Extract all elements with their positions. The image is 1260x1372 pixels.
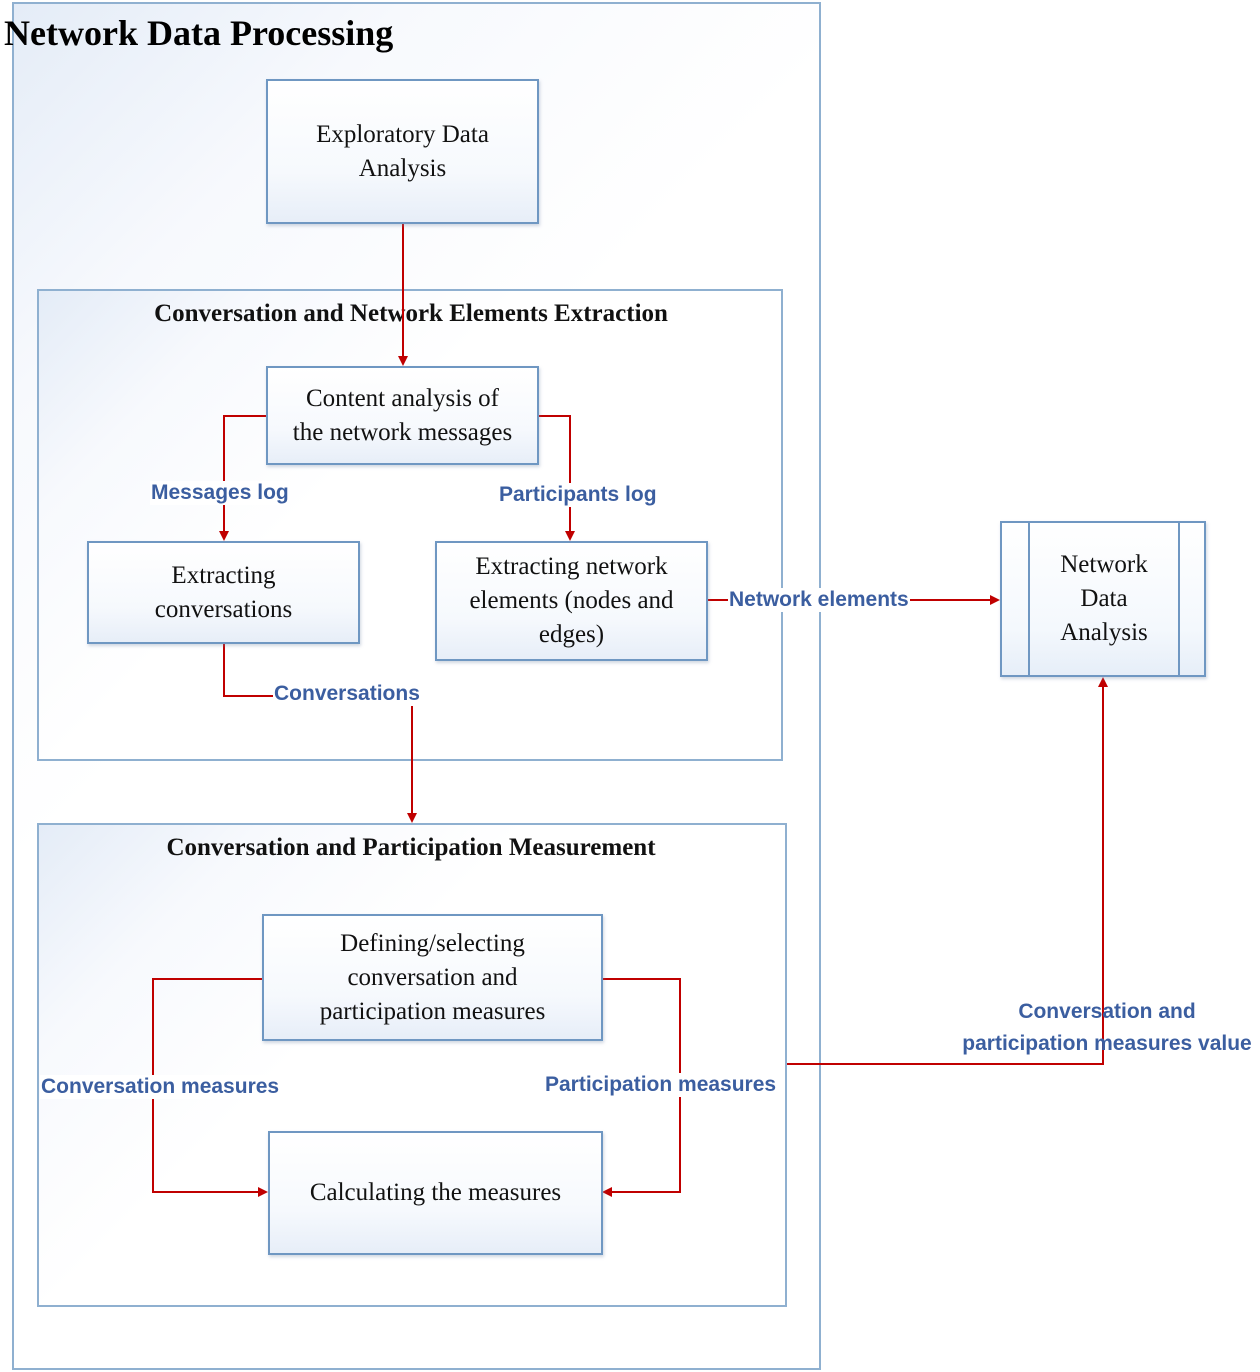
conversations-label: Conversations bbox=[273, 682, 421, 706]
extracting-network-elements-text: Extracting network elements (nodes and e… bbox=[469, 553, 674, 648]
defining-measures-text: Defining/selecting conversation and part… bbox=[319, 929, 546, 1025]
content-analysis-text: Content analysis of the network messages bbox=[292, 384, 513, 446]
exploratory-data-analysis-box: Exploratory Data Analysis bbox=[266, 79, 539, 224]
participants-log-label: Participants log bbox=[498, 483, 658, 507]
nda-left-bar bbox=[1028, 523, 1030, 675]
diagram-title: Network Data Processing bbox=[4, 13, 394, 53]
content-analysis-box: Content analysis of the network messages bbox=[266, 366, 539, 465]
calculating-measures-box: Calculating the measures bbox=[268, 1131, 603, 1255]
defining-measures-box: Defining/selecting conversation and part… bbox=[262, 914, 603, 1041]
extracting-conversations-box: Extracting conversations bbox=[87, 541, 360, 644]
messages-log-label: Messages log bbox=[150, 481, 290, 505]
measurement-panel-title: Conversation and Participation Measureme… bbox=[166, 834, 656, 861]
conversation-measures-label: Conversation measures bbox=[40, 1075, 281, 1099]
nda-right-bar bbox=[1178, 523, 1180, 675]
extraction-panel-title: Conversation and Network Elements Extrac… bbox=[154, 300, 668, 327]
arrow-conversations bbox=[223, 644, 417, 823]
network-data-analysis-label: Network Data Analysis bbox=[1030, 523, 1178, 675]
network-data-analysis-text: Network Data Analysis bbox=[1060, 551, 1148, 646]
arrow-measures-value bbox=[787, 677, 1108, 1065]
calculating-measures-text: Calculating the measures bbox=[309, 1179, 562, 1206]
measures-value-label: Conversation and participation measures … bbox=[962, 1000, 1252, 1055]
arrow-content-to-conversations bbox=[219, 415, 266, 541]
exploratory-data-analysis-text: Exploratory Data Analysis bbox=[316, 120, 489, 182]
participation-measures-label: Participation measures bbox=[544, 1073, 778, 1097]
arrow-content-to-network bbox=[538, 415, 575, 541]
extracting-conversations-text: Extracting conversations bbox=[154, 561, 293, 623]
network-elements-label: Network elements bbox=[728, 588, 910, 612]
extracting-network-elements-box: Extracting network elements (nodes and e… bbox=[435, 541, 708, 661]
network-data-analysis-box: Network Data Analysis bbox=[1000, 521, 1206, 677]
